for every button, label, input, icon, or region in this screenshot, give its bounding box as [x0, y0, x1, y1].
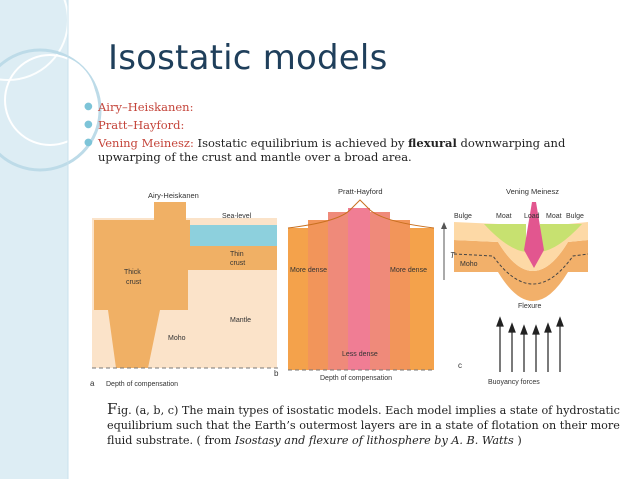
- sea-level-label: Sea-level: [222, 213, 252, 220]
- load-label: Load: [524, 213, 540, 220]
- caption-text: ig. (a, b, c) The main types of isostati…: [107, 404, 620, 447]
- bullet-icon: ●: [84, 119, 93, 130]
- more-dense-right-label: More dense: [390, 267, 427, 274]
- airy-panel: Airy-Heiskanen Sea-level Thin crust Thic…: [90, 180, 280, 388]
- moho-label: Moho: [168, 335, 186, 342]
- caption-text-end: ): [513, 434, 522, 447]
- vening-panel: Vening Meinesz Bulge Bulge Moat Moat Loa…: [441, 187, 588, 386]
- thick-crust-label: Thick: [124, 269, 141, 276]
- caption-source: Isostasy and flexure of lithosphere by A…: [234, 434, 514, 447]
- te-label: T: [450, 251, 456, 260]
- model-name: Vening Meinesz:: [98, 136, 194, 150]
- bullet-text: downwarping and upwarping of the crust a…: [98, 136, 566, 164]
- thin-crust-label: crust: [230, 260, 245, 267]
- caption-initial: F: [107, 400, 118, 418]
- moat-right-label: Moat: [546, 213, 562, 220]
- bullet-airy: ● Airy–Heiskanen:: [84, 100, 604, 114]
- buoyancy-label: Buoyancy forces: [488, 379, 540, 386]
- thin-crust-label: Thin: [230, 251, 244, 258]
- slide-title: Isostatic models: [108, 38, 388, 78]
- less-dense-label: Less dense: [342, 351, 378, 358]
- model-name: Airy–Heiskanen:: [98, 100, 194, 114]
- mantle-label: Mantle: [230, 317, 251, 324]
- pratt-compensation-label: Depth of compensation: [320, 375, 392, 382]
- bulge-left-label: Bulge: [454, 213, 472, 220]
- more-dense-left-label: More dense: [290, 267, 327, 274]
- isostasy-figure: Airy-Heiskanen Sea-level Thin crust Thic…: [90, 180, 588, 388]
- airy-title: Airy-Heiskanen: [148, 191, 199, 200]
- figure-caption: Fig. (a, b, c) The main types of isostat…: [107, 402, 627, 448]
- moat-left-label: Moat: [496, 213, 512, 220]
- bullet-text: Isostatic equilibrium is achieved by: [193, 136, 409, 150]
- flexure-label: Flexure: [518, 303, 541, 310]
- panel-letter-c: c: [458, 361, 462, 370]
- bullet-vening: ● Vening Meinesz: Isostatic equilibrium …: [84, 136, 604, 164]
- bulge-right-label: Bulge: [566, 213, 584, 220]
- vening-moho-label: Moho: [460, 261, 478, 268]
- pratt-panel: Pratt-Hayford More dense More dense Less…: [287, 187, 436, 382]
- bullet-icon: ●: [84, 101, 93, 112]
- bullet-bold-word: flexural: [408, 136, 457, 150]
- bullet-pratt: ● Pratt–Hayford:: [84, 118, 604, 132]
- panel-letter-b: b: [274, 369, 279, 378]
- vening-title: Vening Meinesz: [506, 187, 559, 196]
- thick-crust-label: crust: [126, 279, 141, 286]
- bullet-list: ● Airy–Heiskanen: ● Pratt–Hayford: ● Ven…: [84, 100, 604, 168]
- pratt-title: Pratt-Hayford: [338, 187, 383, 196]
- airy-compensation-label: Depth of compensation: [106, 381, 178, 388]
- bullet-icon: ●: [84, 137, 93, 148]
- model-name: Pratt–Hayford:: [98, 118, 185, 132]
- panel-letter-a: a: [90, 379, 95, 388]
